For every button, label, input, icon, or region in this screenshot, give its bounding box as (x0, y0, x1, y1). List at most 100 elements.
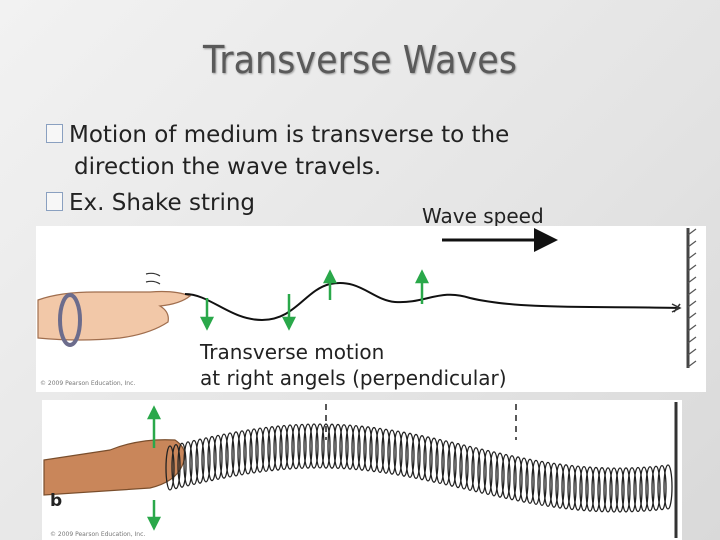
slinky-coil (639, 466, 649, 512)
slinky-coil (201, 437, 211, 483)
slinky-coil (519, 457, 529, 503)
slinky-coil (183, 441, 193, 487)
slinky-coil (315, 423, 325, 469)
slinky-coil (357, 425, 367, 471)
slinky-coil (555, 463, 565, 509)
slinky-coil (219, 433, 229, 479)
slinky-coil (495, 452, 505, 498)
slinky-coil (453, 442, 463, 489)
slinky-coil (435, 438, 445, 485)
slinky-coil (177, 442, 187, 488)
slinky-coil (363, 426, 373, 472)
slinky-coil (561, 464, 571, 510)
bullet-1-continuation: direction the wave travels. (74, 154, 382, 180)
slinky-coil (297, 423, 307, 470)
caption-line-1: Transverse motion (200, 340, 385, 364)
hand-icon (37, 272, 192, 347)
slinky-coil (573, 465, 583, 511)
slinky-coil (345, 424, 355, 470)
string-wave (184, 281, 681, 322)
wave-speed-label: Wave speed (422, 204, 544, 228)
slinky-coil (399, 431, 409, 477)
slinky-coil (483, 449, 493, 496)
slinky-coil (405, 432, 415, 478)
slinky-coil (615, 467, 625, 513)
slinky-coil (237, 430, 247, 476)
slinky-coil (585, 466, 595, 512)
slinky-coil (459, 444, 469, 490)
slinky-coil (165, 445, 175, 491)
slinky-coil (429, 437, 439, 483)
slinky-coil (489, 451, 499, 497)
slide-title: Transverse Waves (203, 38, 517, 82)
dashed-reference-lines (325, 404, 517, 440)
slinky-coil (321, 423, 331, 469)
bullet-box-icon (46, 192, 63, 211)
slinky-coil (243, 429, 253, 475)
slinky-coil (633, 466, 643, 513)
hand-slinky-icon (43, 439, 186, 496)
slinky-coil (651, 465, 661, 511)
slinky-coil (627, 467, 637, 513)
slinky-coil (213, 434, 223, 481)
transverse-arrows-bottom (146, 405, 162, 531)
slinky-coil (543, 461, 553, 507)
bullet-1: Motion of medium is transverse to the (46, 120, 509, 150)
slinky-coil (387, 429, 397, 475)
slinky-coil (609, 467, 619, 513)
slinky-coil (591, 466, 601, 513)
slinky-coil (381, 428, 391, 474)
slinky-coil (327, 423, 337, 469)
slinky-coil (501, 453, 511, 500)
slinky-coil (207, 435, 217, 482)
slinky-coil (303, 423, 313, 469)
slinky-coil (549, 462, 559, 508)
slinky-coils (165, 423, 673, 513)
slinky-coil (255, 427, 265, 473)
copyright-bottom: © 2009 Pearson Education, Inc. (50, 531, 146, 538)
slinky-coil (441, 440, 451, 486)
slinky-coil (291, 424, 301, 470)
slinky-coil (369, 426, 379, 473)
caption-line-2: at right angels (perpendicular) (200, 366, 507, 390)
bullet-1-text: Motion of medium is transverse to the (69, 122, 510, 148)
slinky-coil (375, 427, 385, 474)
bullet-2: Ex. Shake string (46, 188, 255, 218)
slinky-coil (621, 467, 631, 513)
slinky-coil (531, 459, 541, 506)
slinky-coil (261, 426, 271, 473)
slinky-coil (447, 441, 457, 487)
slinky-coil (579, 465, 589, 512)
slinky-coil (351, 424, 361, 471)
wall-icon (686, 228, 697, 368)
slinky-coil (231, 431, 241, 477)
slinky-coil (393, 430, 403, 476)
slinky-coil (597, 467, 607, 513)
knot-icon (671, 303, 682, 313)
slinky-coil (645, 466, 655, 512)
slinky-coil (525, 458, 535, 504)
slinky-coil (339, 424, 349, 470)
slinky-coil (513, 456, 523, 502)
slinky-coil (333, 423, 343, 470)
slinky-coil (225, 432, 235, 478)
slinky-coil (249, 428, 259, 474)
slinky-coil (171, 443, 181, 490)
slinky-coil (657, 464, 667, 511)
slinky-coil (189, 439, 199, 486)
bullet-2-text: Ex. Shake string (69, 190, 256, 216)
slinky-coil (417, 435, 427, 481)
slinky-coil (507, 455, 517, 501)
slinky-coil (279, 424, 289, 471)
slinky-coil (537, 460, 547, 507)
slinky-coil (267, 426, 277, 472)
slinky-coil (273, 425, 283, 471)
slinky-coil (603, 467, 613, 513)
slinky-coil (465, 445, 475, 492)
slinky-coil (309, 423, 319, 469)
slinky-coil (471, 447, 481, 493)
slinky-coil (411, 433, 421, 480)
slinky-coil (477, 448, 487, 494)
slinky-coil (423, 436, 433, 482)
